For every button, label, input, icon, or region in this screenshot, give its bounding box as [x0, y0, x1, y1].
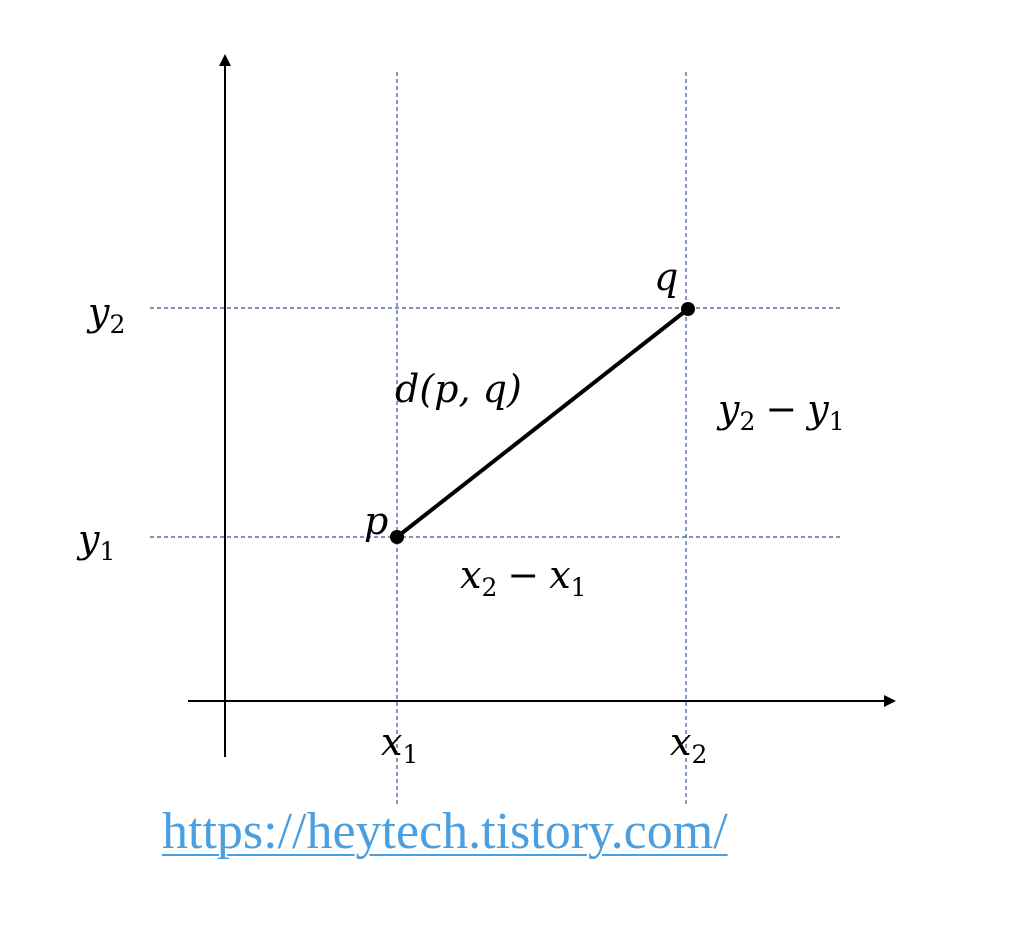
x1-tick-label: x1: [381, 720, 418, 769]
source-link[interactable]: https://heytech.tistory.com/: [162, 803, 728, 860]
point-p-label: p: [364, 499, 388, 543]
y2-tick-label: y2: [86, 290, 125, 339]
point-q-label: q: [654, 255, 678, 299]
distance-segment: [395, 307, 690, 539]
dy-label: y2−y1: [716, 387, 845, 436]
y1-tick-label: y1: [76, 517, 115, 566]
point-p: [390, 530, 404, 544]
dx-label: x2−x1: [460, 553, 587, 602]
point-q: [681, 302, 695, 316]
x2-tick-label: x2: [670, 720, 707, 769]
distance-label: d(p, q): [395, 367, 522, 411]
